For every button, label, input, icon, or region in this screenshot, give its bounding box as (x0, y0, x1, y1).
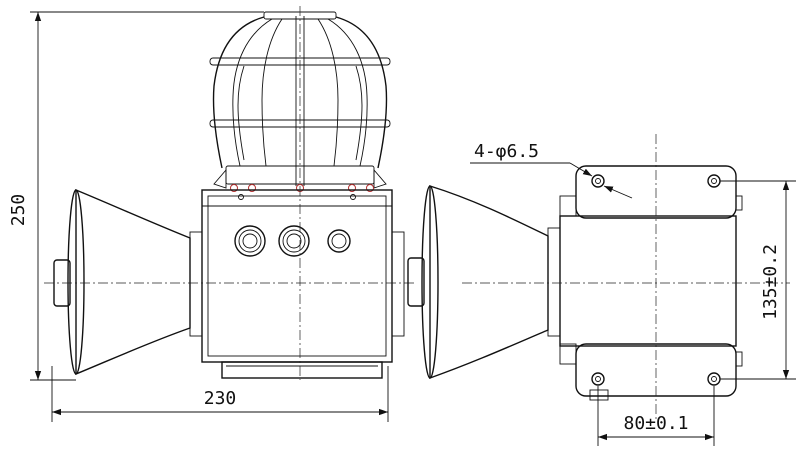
dimension-horizontal-spacing: 80±0.1 (597, 386, 715, 446)
dimension-height: 250 (8, 11, 264, 381)
side-view: 4-φ6.5 135±0.2 80±0.1 (407, 134, 796, 446)
height-label: 250 (8, 194, 29, 227)
hole-callout: 4-φ6.5 (470, 141, 633, 199)
control-knobs (234, 225, 351, 257)
cage-bolts (230, 184, 374, 192)
right-horn (407, 185, 549, 379)
width-label: 230 (204, 388, 237, 409)
side-body (547, 195, 743, 367)
holes-label: 4-φ6.5 (474, 141, 539, 162)
left-horn (53, 188, 191, 376)
dimension-vertical-spacing: 135±0.2 (720, 180, 796, 380)
beacon-guard-cage (209, 11, 391, 192)
dimension-width: 230 (51, 366, 389, 422)
front-view: 250 230 (8, 6, 414, 422)
horizontal-spacing-label: 80±0.1 (623, 413, 688, 434)
main-housing (189, 189, 405, 379)
vertical-spacing-label: 135±0.2 (760, 244, 781, 320)
